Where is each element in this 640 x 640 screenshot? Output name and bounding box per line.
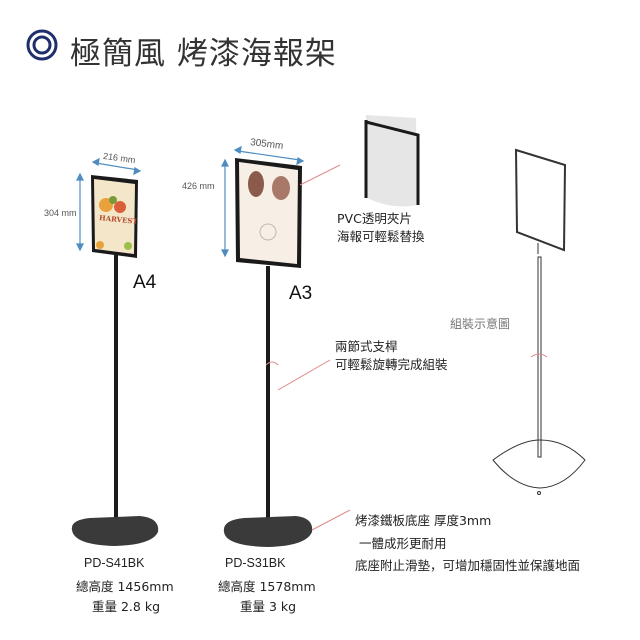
a4-size-label: A4: [133, 272, 157, 293]
pole-callout: 兩節式支桿 可輕鬆旋轉完成組裝: [335, 338, 448, 374]
poster-fruit: [124, 242, 132, 250]
callout-lines: [265, 164, 351, 531]
a3-total-height: 總高度 1578mm: [218, 579, 316, 594]
assembly-pole: [537, 256, 542, 458]
pole-line-1: 兩節式支桿: [335, 339, 398, 354]
page-title: 極簡風 烤漆海報架: [70, 36, 337, 72]
clip-line-2: 海報可輕鬆替換: [337, 229, 425, 244]
a4-total-height: 總高度 1456mm: [76, 579, 174, 594]
rotate-arrow-icon: [265, 361, 279, 366]
a4-height-label: 304 mm: [44, 208, 77, 218]
a4-poster: [94, 179, 135, 254]
assembly-frame: [514, 148, 567, 252]
assembly-diagram: [492, 148, 586, 495]
clip-callout: PVC透明夾片 海報可輕鬆替換: [337, 210, 425, 246]
a3-dimension-arrows: [221, 145, 305, 258]
poster-fruit: [109, 196, 117, 204]
a4-pole: [114, 255, 118, 527]
pole-line-2: 可輕鬆旋轉完成組裝: [335, 357, 448, 372]
base-callout-1: 烤漆鐵板底座 厚度3mm: [355, 513, 492, 528]
poster-fruit: [114, 201, 126, 213]
base-callout-3: 底座附止滑墊，可增加穩固性並保護地面: [355, 558, 581, 573]
a4-base: [71, 516, 159, 546]
poster-logo: [259, 223, 277, 241]
a4-dimension-arrows: [76, 157, 142, 252]
a3-height-label: 426 mm: [182, 181, 215, 191]
a3-pole: [266, 266, 270, 529]
assembly-base: [492, 439, 586, 489]
a3-size-label: A3: [289, 283, 313, 304]
poster-fruit: [96, 241, 104, 249]
a3-weight: 重量 3 kg: [240, 599, 297, 614]
a4-stand: [71, 175, 159, 546]
a3-model: PD-S31BK: [225, 556, 286, 570]
assembly-label: 組裝示意圖: [450, 317, 511, 331]
a3-poster: [239, 162, 298, 264]
a3-base: [223, 516, 313, 547]
assembly-rotate-arrow-icon: [530, 353, 548, 358]
poster-dish-image: [272, 176, 290, 200]
a4-model: PD-S41BK: [84, 556, 145, 570]
assembly-screw: [537, 491, 541, 495]
a4-weight: 重量 2.8 kg: [92, 599, 160, 614]
clip-line-1: PVC透明夾片: [337, 211, 412, 226]
a3-stand: [223, 158, 313, 547]
pvc-clip-detail: [364, 115, 420, 207]
base-callout-2: 一體成形更耐用: [359, 536, 447, 551]
title-double-circle-icon: [26, 29, 58, 61]
poster-dish-image: [248, 171, 264, 197]
